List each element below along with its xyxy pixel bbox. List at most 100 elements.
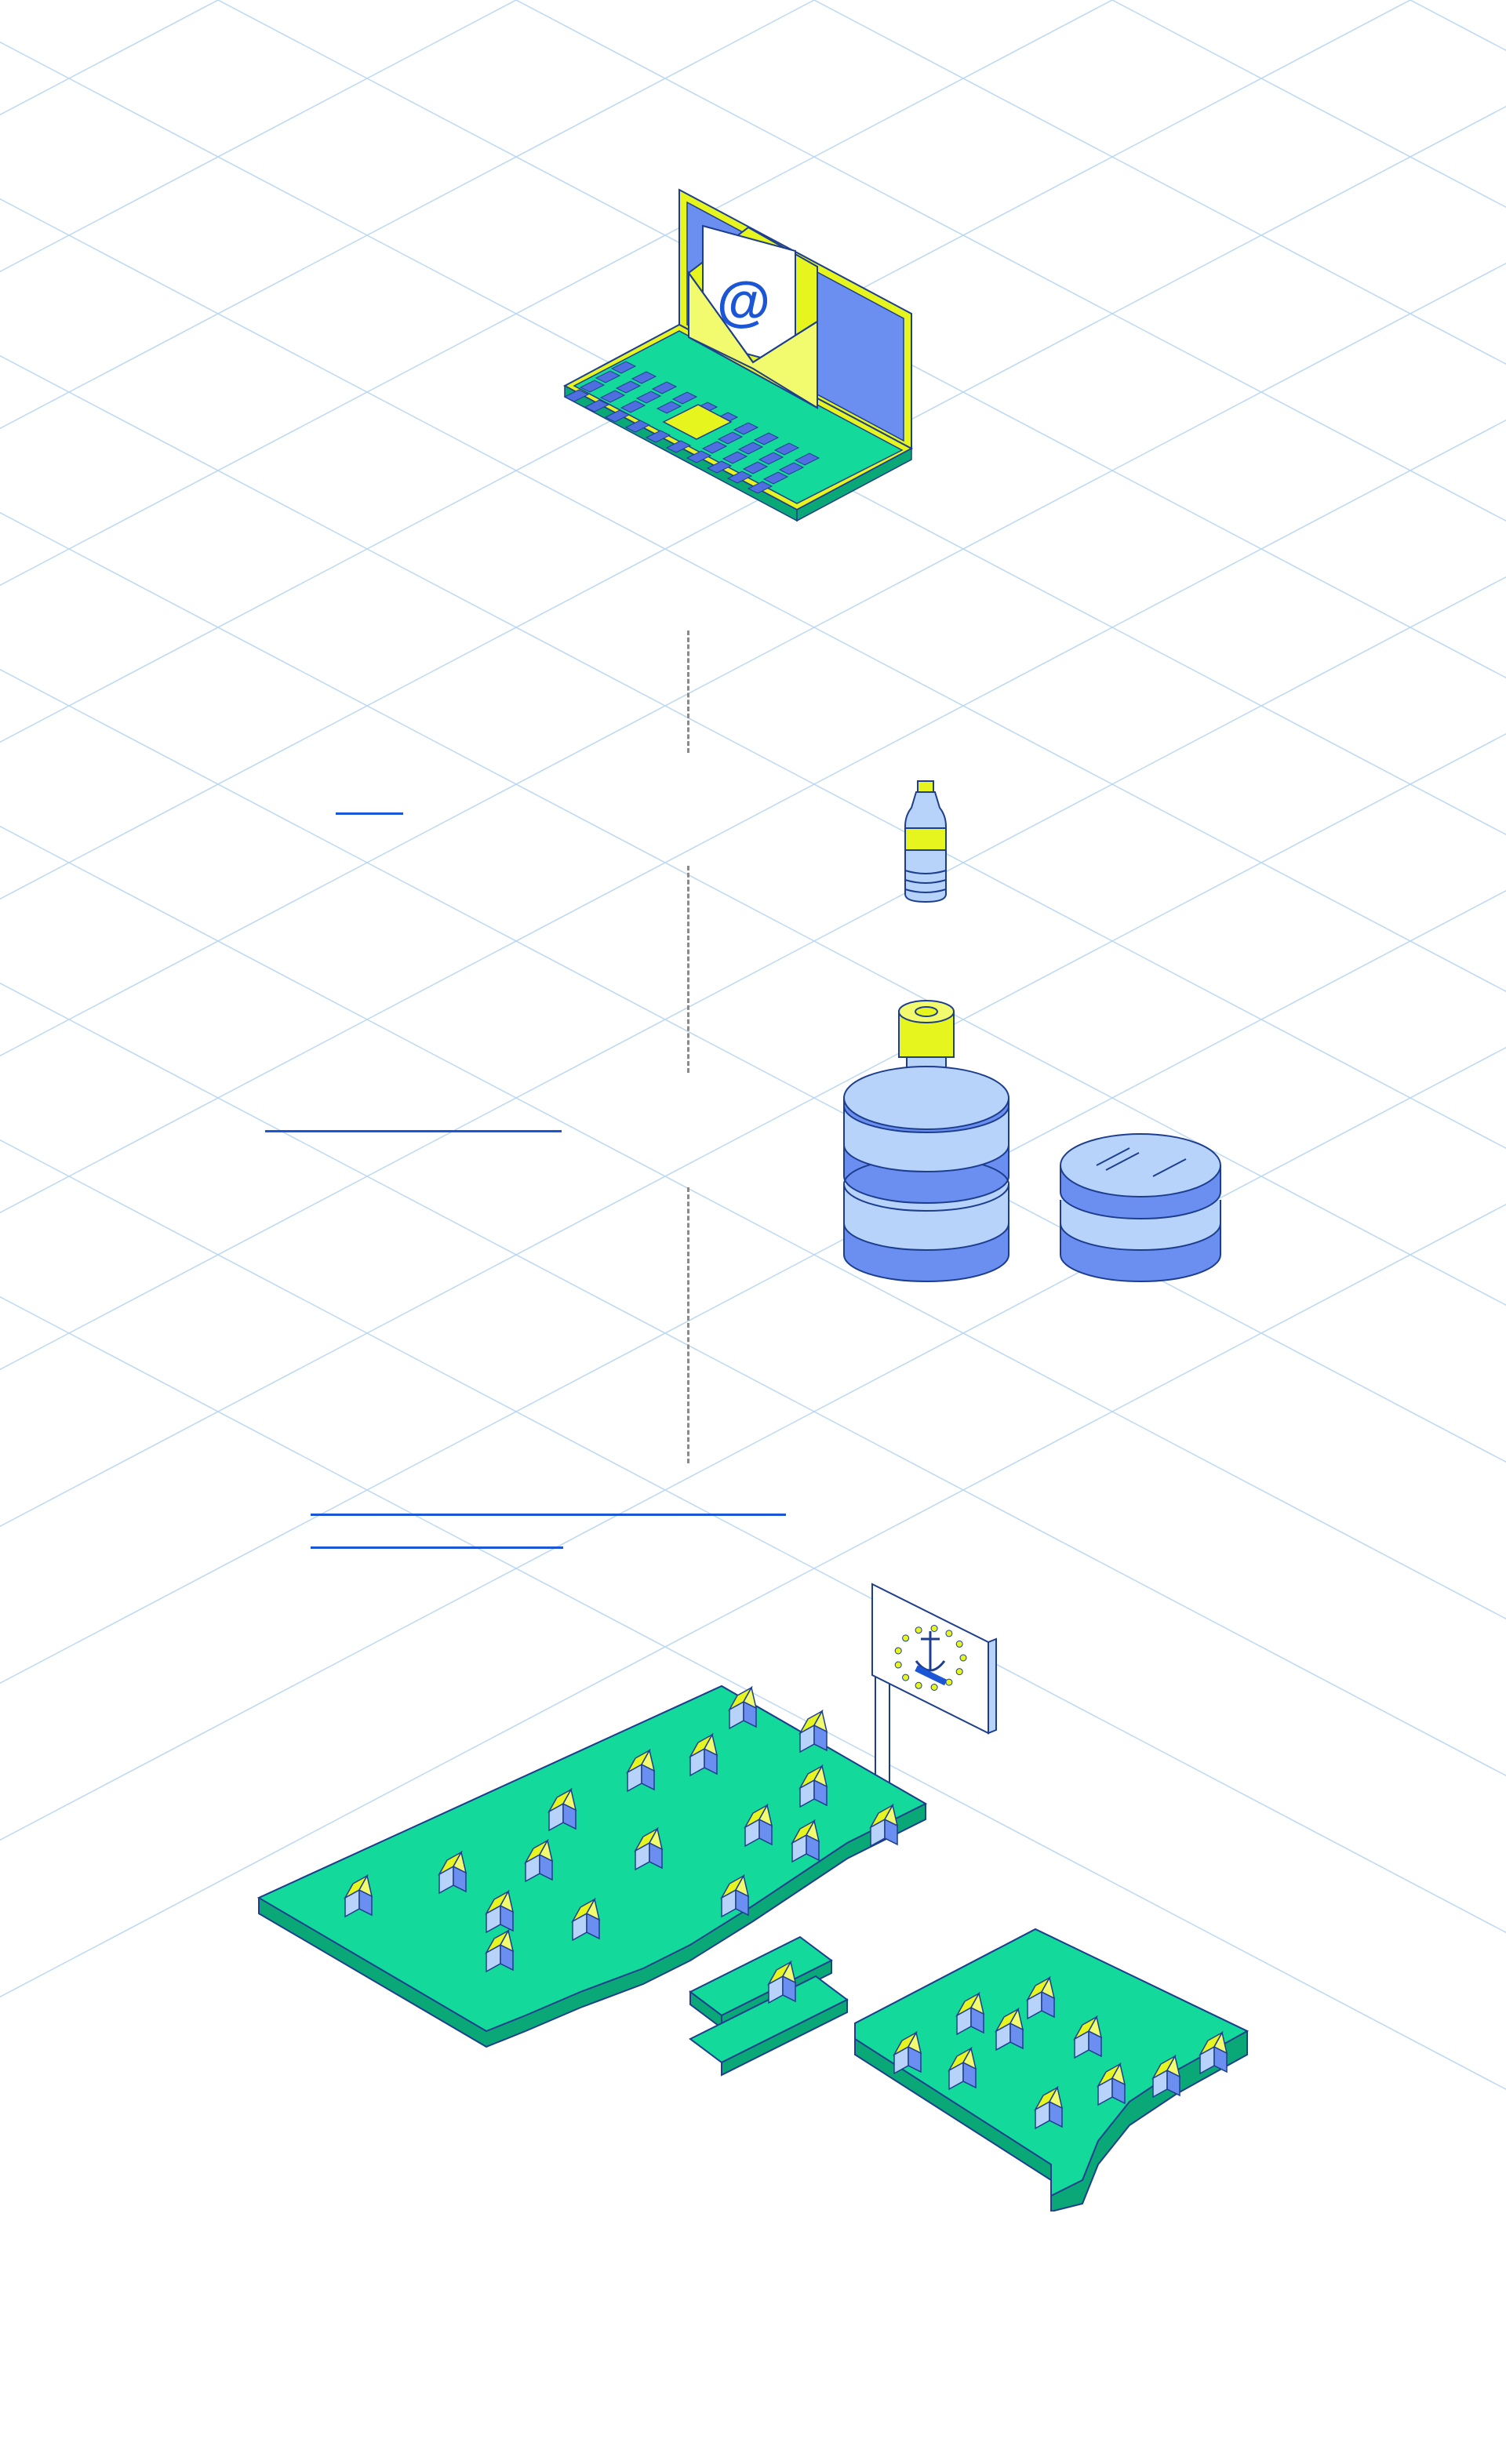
key-icon <box>604 409 631 423</box>
house-icon <box>626 1748 656 1793</box>
key-icon <box>778 462 805 475</box>
key-icon <box>620 400 646 413</box>
star-icon <box>915 1681 922 1689</box>
grid-line <box>0 0 815 430</box>
key-icon <box>651 381 678 394</box>
key-icon <box>686 450 712 463</box>
house-icon <box>744 1803 773 1848</box>
house-icon <box>893 2030 922 2075</box>
house-icon <box>955 1991 985 2036</box>
key-icon <box>717 431 744 445</box>
house-icon <box>767 1960 797 2004</box>
rhode-island-flag-icon <box>871 1583 997 1812</box>
east-region <box>854 1928 1250 2211</box>
house-icon <box>728 1685 758 1730</box>
key-icon <box>758 452 784 465</box>
key-icon <box>595 370 621 383</box>
link-underline-4[interactable] <box>311 1546 563 1549</box>
key-icon <box>563 389 590 402</box>
star-icon <box>930 1684 938 1691</box>
large-jug <box>843 1000 1009 1282</box>
key-icon <box>747 481 773 494</box>
star-icon <box>915 1626 922 1634</box>
key-icon <box>599 390 626 403</box>
house-icon <box>720 1873 750 1918</box>
house-icon <box>634 1826 664 1871</box>
house-icon <box>547 1787 577 1832</box>
key-icon <box>737 442 764 455</box>
house-icon <box>1034 2085 1064 2130</box>
key-icon <box>645 430 671 443</box>
key-icon <box>635 391 662 404</box>
key-icon <box>615 380 642 394</box>
key-icon <box>624 420 651 433</box>
laptop-email-icon: @ <box>562 188 914 522</box>
link-underline-2[interactable] <box>265 1130 562 1132</box>
house-icon <box>869 1803 899 1848</box>
key-icon <box>656 401 682 414</box>
house-icon <box>438 1850 467 1895</box>
star-icon <box>902 1634 910 1642</box>
star-icon <box>902 1674 910 1681</box>
house-icon <box>1097 2062 1126 2106</box>
key-icon <box>665 440 692 453</box>
grid-line <box>0 0 219 116</box>
grid-line <box>0 0 1113 587</box>
key-icon <box>671 391 698 405</box>
key-icon <box>733 422 759 435</box>
link-underline-3[interactable] <box>311 1514 786 1516</box>
house-icon <box>791 1819 820 1863</box>
house-icon <box>1151 2054 1181 2099</box>
key-icon <box>722 451 748 464</box>
dashed-connector-1 <box>687 631 689 753</box>
house-icon <box>948 2046 977 2091</box>
grid-line <box>217 0 1506 679</box>
key-icon <box>584 399 610 412</box>
house-icon <box>995 2007 1024 2052</box>
key-icon <box>762 471 789 485</box>
star-icon <box>894 1661 902 1669</box>
house-icon <box>485 1889 515 1934</box>
at-symbol: @ <box>717 271 770 332</box>
link-underline-1[interactable] <box>336 812 403 815</box>
house-icon <box>524 1838 554 1883</box>
house-icon <box>571 1897 601 1942</box>
key-icon <box>706 460 733 474</box>
grid-line <box>1410 0 1506 52</box>
house-icon <box>1073 2015 1103 2059</box>
house-icon <box>798 1709 828 1754</box>
star-icon <box>955 1668 963 1676</box>
house-icon <box>1199 2030 1228 2075</box>
key-icon <box>753 432 780 445</box>
house-icon <box>344 1873 373 1918</box>
dashed-connector-3 <box>687 1187 689 1463</box>
house-icon <box>485 1928 515 1973</box>
rhode-island-map-icon <box>256 1684 1250 2211</box>
star-icon <box>959 1654 967 1662</box>
key-icon <box>579 380 606 393</box>
small-jug <box>1060 1133 1221 1282</box>
key-icon <box>701 441 728 454</box>
key-icon <box>726 471 753 484</box>
key-icon <box>773 442 800 456</box>
grid-line <box>515 0 1506 522</box>
key-icon <box>794 452 820 466</box>
star-icon <box>945 1630 953 1637</box>
key-icon <box>631 371 657 384</box>
house-icon <box>689 1732 718 1777</box>
dashed-connector-2 <box>687 866 689 1073</box>
house-icon <box>798 1764 828 1808</box>
water-bottle-icon <box>904 780 947 903</box>
